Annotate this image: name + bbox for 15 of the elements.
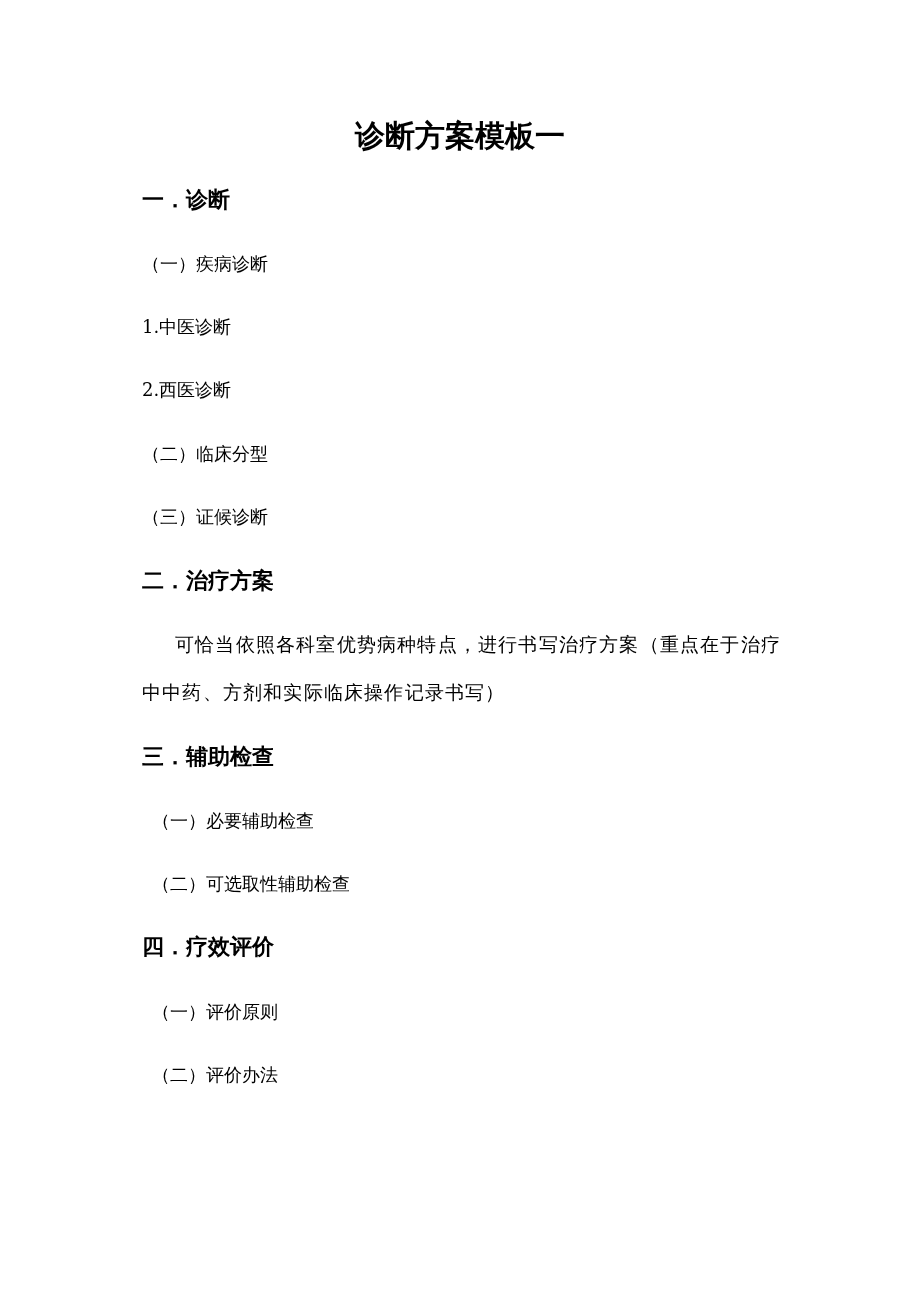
list-item: （三）证候诊断 (142, 506, 268, 528)
section-heading: 四．疗效评价 (142, 934, 274, 961)
list-item: （二）可选取性辅助检查 (152, 873, 350, 895)
document-title: 诊断方案模板一 (353, 117, 566, 155)
list-item: （二）评价办法 (152, 1064, 278, 1086)
list-item: 1.中医诊断 (142, 316, 232, 338)
list-item: （二）临床分型 (142, 443, 268, 465)
list-item: （一）评价原则 (152, 1001, 278, 1023)
section-heading: 一．诊断 (142, 187, 230, 214)
list-item: （一）必要辅助检查 (152, 810, 314, 832)
section-heading: 三．辅助检查 (142, 744, 274, 771)
body-paragraph: 可恰当依照各科室优势病种特点，进行书写治疗方案（重点在于治疗中中药、方剂和实际临床操作记录书写） (142, 632, 782, 705)
list-item: （一）疾病诊断 (142, 253, 268, 275)
section-heading: 二．治疗方案 (142, 568, 274, 595)
list-item: 2.西医诊断 (142, 379, 232, 401)
